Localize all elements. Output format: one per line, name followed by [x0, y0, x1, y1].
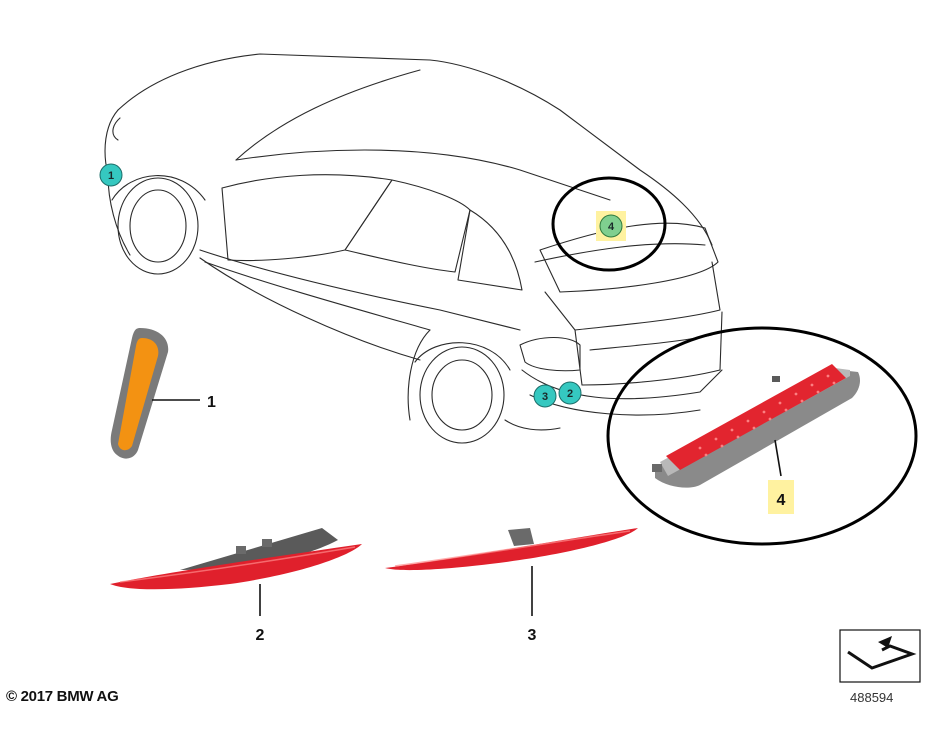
part-label-2: 2 — [256, 627, 265, 644]
highlight-ellipse-part-4 — [606, 326, 918, 546]
callout-4[interactable]: 4 — [596, 211, 626, 241]
part-side-marker-reflector[interactable] — [110, 328, 169, 459]
part-label-4-highlight — [768, 480, 794, 514]
svg-text:2: 2 — [567, 388, 573, 400]
highlight-ellipse-roof — [551, 176, 667, 272]
diagram-id: 488594 — [850, 690, 894, 705]
copyright-notice: © 2017 BMW AG — [6, 688, 119, 705]
part-rear-reflector-left[interactable] — [110, 528, 362, 590]
vehicle-outline — [104, 53, 723, 444]
part-label-3: 3 — [528, 627, 537, 644]
callout-3[interactable]: 3 — [533, 384, 557, 408]
svg-text:1: 1 — [108, 170, 114, 182]
svg-text:4: 4 — [608, 221, 615, 233]
part-rear-reflector-right[interactable] — [385, 528, 638, 571]
leader-line-4 — [774, 439, 782, 477]
svg-text:3: 3 — [542, 391, 548, 403]
callout-1[interactable]: 1 — [99, 163, 123, 187]
part-label-4: 4 — [777, 492, 786, 509]
part-label-1: 1 — [207, 394, 216, 411]
part-third-brake-light[interactable] — [652, 364, 860, 488]
arrow-return-icon[interactable] — [839, 629, 921, 683]
callout-2[interactable]: 2 — [558, 381, 582, 405]
